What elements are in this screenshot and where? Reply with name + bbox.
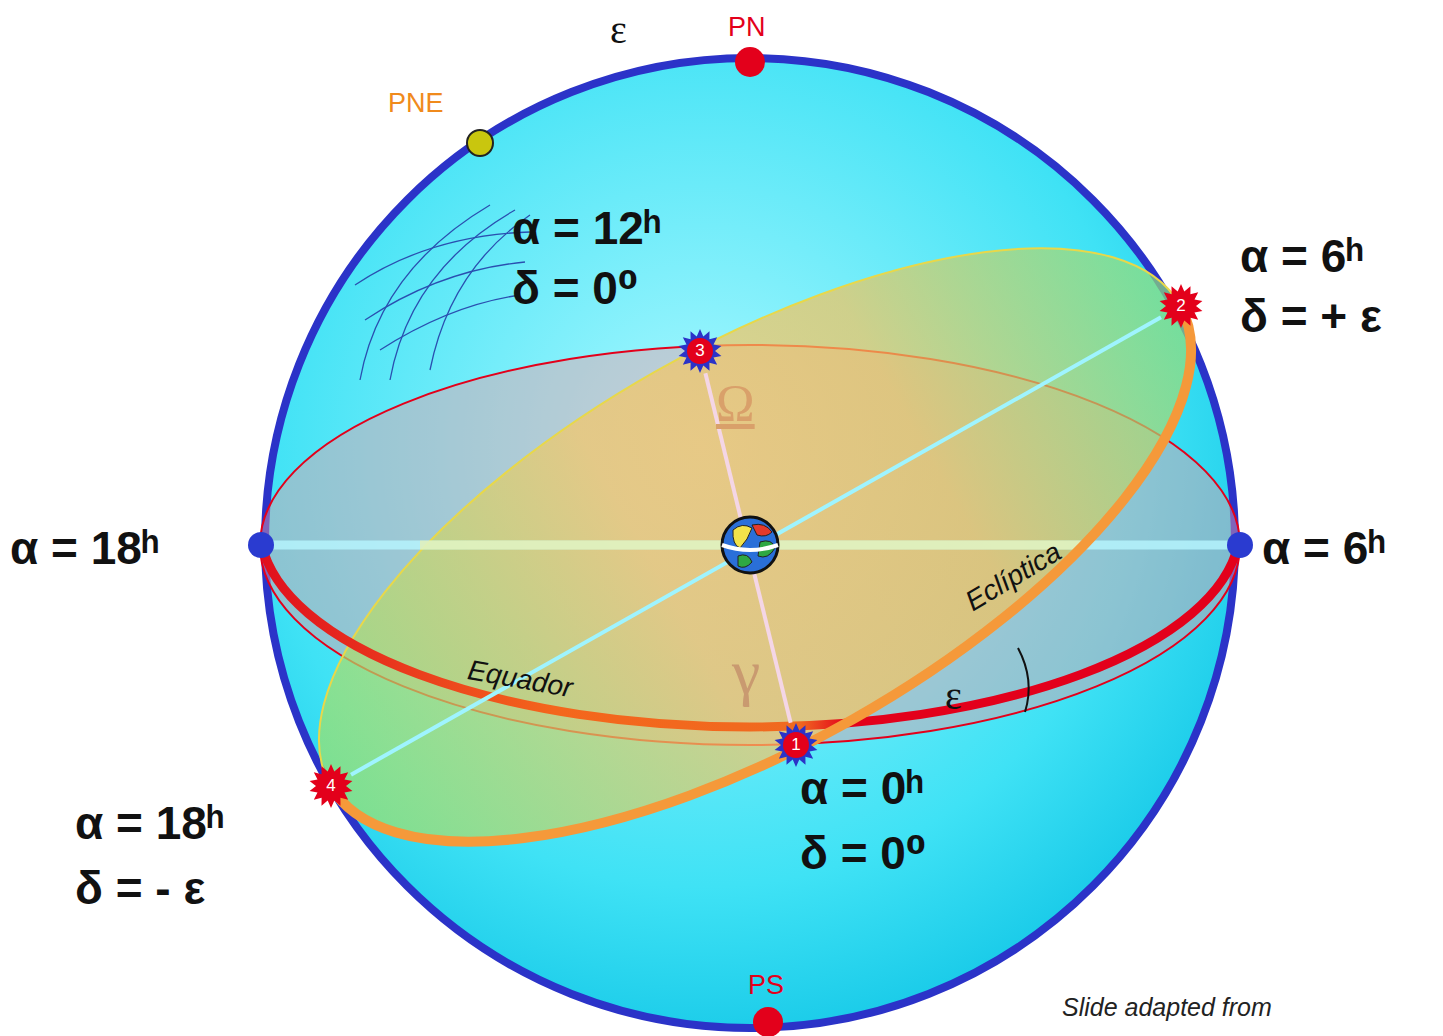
plane-label: Equador — [466, 656, 575, 702]
callout-number: 2 — [1158, 283, 1204, 329]
plane-label: Eclíptica — [961, 537, 1066, 616]
pole-label: PNE — [388, 90, 444, 117]
callout-number: 3 — [677, 328, 723, 374]
coordinate-label: α = 12ʰ — [512, 205, 661, 251]
credit-note: Slide adapted from — [1062, 995, 1272, 1020]
obliquity-label: ε — [610, 10, 627, 50]
callout-number: 1 — [773, 722, 819, 768]
star-marker: 2 — [1158, 283, 1204, 329]
coordinate-label: α = 18ʰ — [10, 525, 159, 571]
node-symbol: Ω — [716, 378, 755, 430]
coordinate-label: α = 6ʰ — [1240, 233, 1363, 279]
coordinate-label: α = 6ʰ — [1262, 525, 1385, 571]
coordinate-label: δ = 0⁰ — [512, 265, 638, 311]
star-marker: 3 — [677, 328, 723, 374]
callout-number: 4 — [308, 763, 354, 809]
coordinate-label: δ = + ε — [1240, 293, 1382, 339]
equinox-symbol: γ — [732, 640, 760, 704]
axis-line — [351, 317, 1161, 774]
coordinate-label: δ = 0⁰ — [800, 830, 926, 876]
pole-label: PS — [748, 972, 784, 999]
coordinate-label: α = 0ʰ — [800, 765, 923, 811]
star-marker: 1 — [773, 722, 819, 768]
coordinate-label: δ = - ε — [75, 865, 205, 911]
pole-label: PN — [728, 14, 766, 41]
coordinate-label: α = 18ʰ — [75, 800, 224, 846]
star-marker: 4 — [308, 763, 354, 809]
angle-label: ε — [945, 676, 962, 716]
axis-line — [705, 373, 790, 722]
